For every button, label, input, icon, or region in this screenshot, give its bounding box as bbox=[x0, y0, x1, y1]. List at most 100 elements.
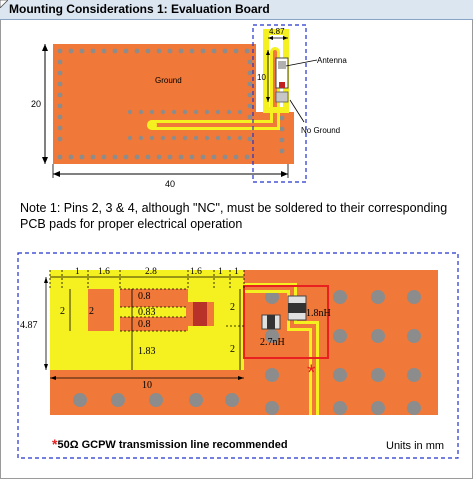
via bbox=[247, 70, 253, 76]
pad-bottom bbox=[120, 317, 188, 331]
via bbox=[171, 109, 177, 115]
detail-outline bbox=[17, 252, 459, 459]
via bbox=[160, 109, 166, 115]
via bbox=[171, 135, 177, 141]
via bbox=[279, 115, 285, 121]
gcpw-marker: * bbox=[307, 360, 316, 385]
via bbox=[57, 81, 63, 87]
via bbox=[265, 401, 279, 415]
via bbox=[149, 109, 155, 115]
corner-fold-icon bbox=[0, 0, 8, 8]
gcpw-footnote-marker: * bbox=[52, 436, 58, 452]
via bbox=[90, 48, 96, 54]
via bbox=[247, 59, 253, 65]
via bbox=[211, 154, 217, 160]
dim-0-83: 0.83 bbox=[138, 307, 156, 318]
via bbox=[215, 135, 221, 141]
via bbox=[156, 154, 162, 160]
gcpw-recommendation: *50Ω GCPW transmission line recommended bbox=[52, 436, 288, 452]
via bbox=[215, 109, 221, 115]
via bbox=[123, 154, 129, 160]
via bbox=[73, 393, 87, 407]
via bbox=[265, 368, 279, 382]
dim-1-6b: 1.6 bbox=[190, 267, 202, 277]
via bbox=[200, 154, 206, 160]
note-text: Note 1: Pins 2, 3 & 4, although "NC", mu… bbox=[20, 201, 448, 231]
via bbox=[112, 154, 118, 160]
dim-1c: 1 bbox=[234, 267, 239, 277]
dim-antenna-length-label: 10 bbox=[257, 73, 266, 82]
via bbox=[167, 154, 173, 160]
via bbox=[189, 393, 203, 407]
via bbox=[244, 154, 250, 160]
via bbox=[279, 137, 285, 143]
via bbox=[333, 290, 347, 304]
via bbox=[333, 368, 347, 382]
via bbox=[57, 48, 63, 54]
via bbox=[279, 126, 285, 132]
via bbox=[79, 154, 85, 160]
via bbox=[247, 81, 253, 87]
dim-1-6a: 1.6 bbox=[98, 267, 110, 277]
dim-4-87: 4.87 bbox=[20, 320, 38, 331]
via bbox=[149, 135, 155, 141]
dim-antenna-width-label: 4.87 bbox=[269, 27, 285, 36]
via bbox=[247, 103, 253, 109]
dim-2-right-bot: 2 bbox=[230, 344, 235, 355]
via bbox=[57, 103, 63, 109]
via bbox=[178, 154, 184, 160]
title-bar: Mounting Considerations 1: Evaluation Bo… bbox=[0, 0, 473, 20]
via bbox=[222, 48, 228, 54]
via bbox=[112, 48, 118, 54]
via bbox=[138, 135, 144, 141]
antenna-label: Antenna bbox=[317, 56, 347, 65]
no-ground-label: No Ground bbox=[301, 126, 340, 135]
gcpw-recommendation-text: 50Ω GCPW transmission line recommended bbox=[57, 439, 288, 451]
matching-network-highlight bbox=[243, 285, 329, 359]
via bbox=[222, 154, 228, 160]
via bbox=[134, 48, 140, 54]
dim-0-8-top: 0.8 bbox=[138, 291, 151, 302]
via bbox=[68, 154, 74, 160]
via bbox=[149, 393, 163, 407]
via bbox=[265, 329, 279, 343]
dim-0-8-bot: 0.8 bbox=[138, 319, 151, 330]
detail-via-grid bbox=[73, 290, 421, 415]
via bbox=[371, 401, 385, 415]
via bbox=[57, 136, 63, 142]
via bbox=[247, 92, 253, 98]
via bbox=[127, 109, 133, 115]
via bbox=[225, 393, 239, 407]
via bbox=[79, 48, 85, 54]
via bbox=[233, 154, 239, 160]
via bbox=[123, 48, 129, 54]
via bbox=[237, 135, 243, 141]
dim-1b: 1 bbox=[218, 267, 223, 277]
dim-1-83: 1.83 bbox=[138, 346, 156, 357]
via bbox=[371, 368, 385, 382]
pad-left bbox=[88, 289, 114, 331]
via bbox=[145, 48, 151, 54]
via bbox=[244, 48, 250, 54]
via bbox=[371, 329, 385, 343]
via bbox=[407, 368, 421, 382]
via bbox=[204, 109, 210, 115]
via bbox=[211, 48, 217, 54]
via bbox=[111, 393, 125, 407]
dim-2-pad: 2 bbox=[89, 306, 94, 317]
via bbox=[167, 48, 173, 54]
via bbox=[200, 48, 206, 54]
dim-2-right-top: 2 bbox=[230, 302, 235, 313]
page-title: Mounting Considerations 1: Evaluation Bo… bbox=[9, 2, 270, 16]
via bbox=[57, 125, 63, 131]
via bbox=[101, 154, 107, 160]
via bbox=[265, 290, 279, 304]
via bbox=[189, 48, 195, 54]
via bbox=[145, 154, 151, 160]
via bbox=[237, 109, 243, 115]
dim-2-8: 2.8 bbox=[145, 267, 157, 277]
via bbox=[182, 135, 188, 141]
via bbox=[57, 154, 63, 160]
via bbox=[57, 114, 63, 120]
